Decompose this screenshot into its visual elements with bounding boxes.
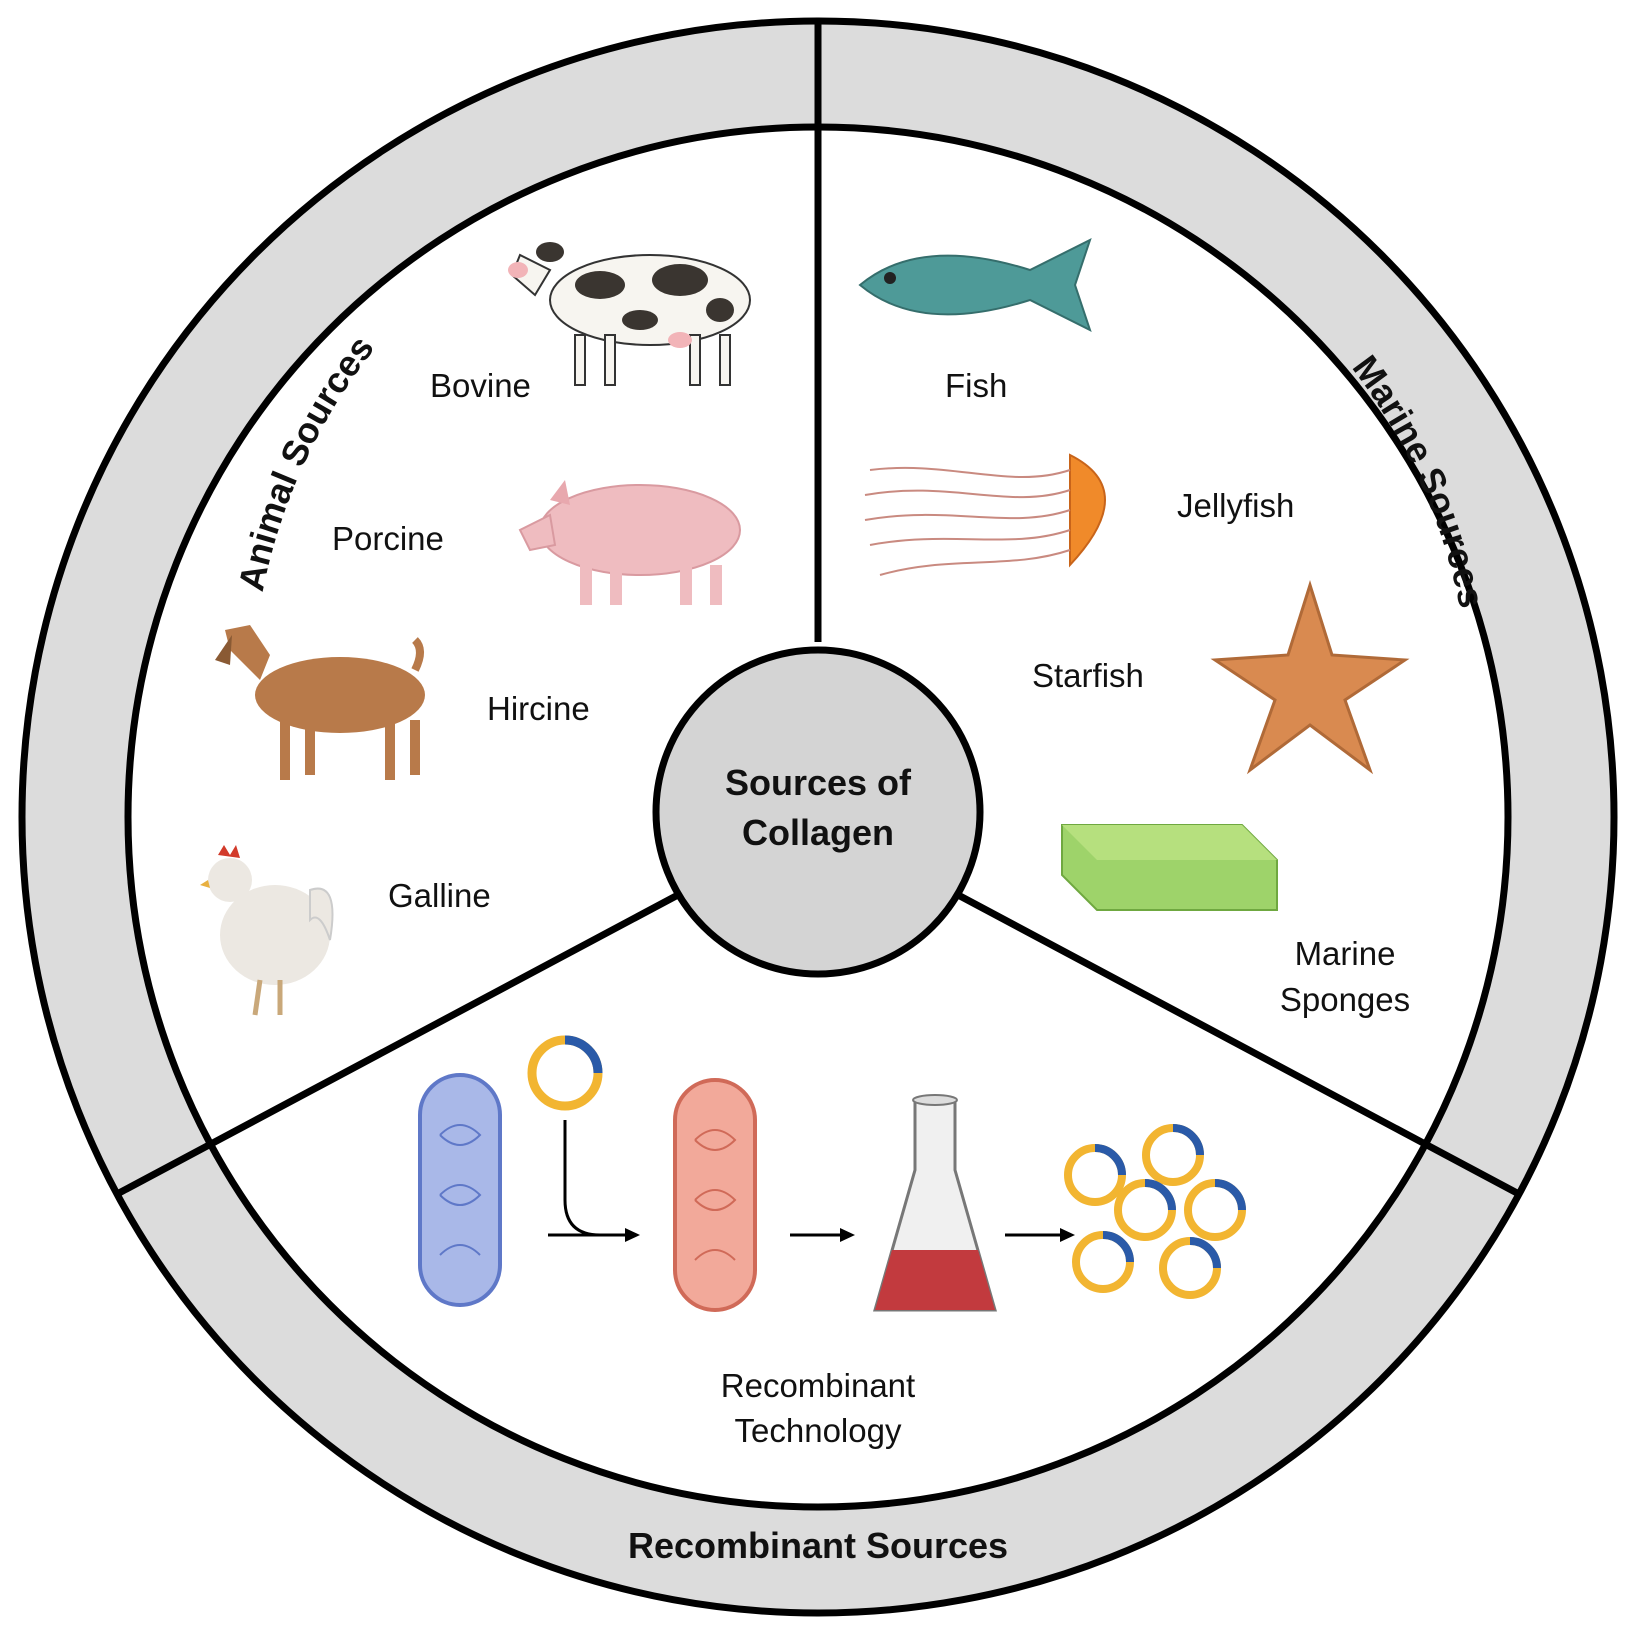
flask-icon — [873, 1094, 997, 1312]
plasmid-icon — [1064, 1144, 1126, 1206]
divider-right — [958, 892, 1519, 1197]
goat-icon — [215, 625, 425, 780]
center-title-line2: Collagen — [742, 812, 894, 853]
plasmid-icon — [1184, 1179, 1246, 1241]
divider-left — [117, 892, 678, 1197]
arrow-icon — [1060, 1228, 1075, 1242]
recombinant-sources-title-text: Recombinant Sources — [628, 1525, 1008, 1566]
plasmid-icon — [527, 1035, 603, 1111]
cow-icon — [508, 242, 751, 386]
recombinant-label-line2: Technology — [735, 1412, 902, 1449]
sponge-label-line2: Sponges — [1280, 981, 1410, 1018]
plasmid-icon — [1072, 1231, 1134, 1293]
plasmid-icon — [1114, 1179, 1176, 1241]
starfish-icon — [1210, 579, 1410, 775]
bacterium-icon — [418, 1073, 502, 1307]
sponge-icon — [1061, 824, 1278, 911]
galline-label: Galline — [388, 877, 491, 914]
arrow-icon — [625, 1228, 640, 1242]
arrow-icon — [840, 1228, 855, 1242]
plasmid-icon — [1142, 1124, 1204, 1186]
sponge-label-line1: Marine — [1295, 935, 1396, 972]
starfish-label: Starfish — [1032, 657, 1144, 694]
porcine-label: Porcine — [332, 520, 444, 557]
fish-icon — [858, 238, 1092, 332]
bovine-label: Bovine — [430, 367, 531, 404]
hircine-label: Hircine — [487, 690, 590, 727]
center-hub — [652, 646, 984, 978]
plasmid-cluster — [1064, 1124, 1246, 1299]
fish-label: Fish — [945, 367, 1007, 404]
chicken-icon — [200, 845, 334, 1016]
recombinant-label-line1: Recombinant — [721, 1367, 915, 1404]
jellyfish-icon — [864, 453, 1106, 576]
jellyfish-label: Jellyfish — [1177, 487, 1294, 524]
plasmid-icon — [1159, 1237, 1221, 1299]
pig-icon — [518, 480, 741, 605]
bacterium-icon — [673, 1078, 757, 1312]
center-title-line1: Sources of — [725, 762, 912, 803]
